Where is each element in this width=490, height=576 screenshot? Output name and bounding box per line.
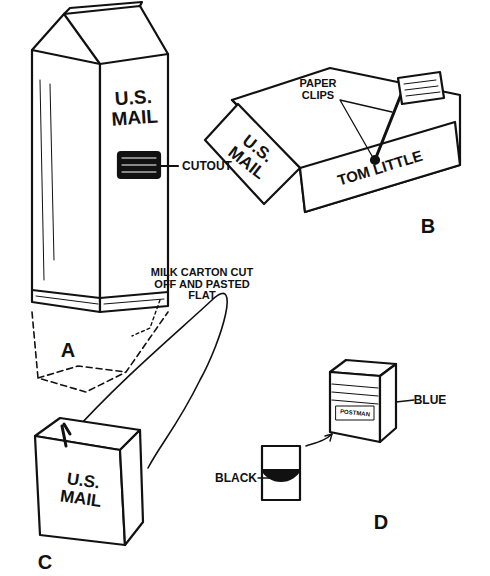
note-label: MILK CARTON CUT OFF AND PASTED FLAT xyxy=(146,267,258,302)
color-label: BLUE xyxy=(414,394,447,407)
carton-gable xyxy=(32,14,100,64)
panel-letter: B xyxy=(421,216,435,237)
band-hatch xyxy=(36,296,164,304)
flattened-base xyxy=(32,312,168,392)
cutout-hatch xyxy=(122,158,156,172)
carton-mailbox xyxy=(32,2,178,392)
name-lettering: TOM LITTLE xyxy=(336,148,425,189)
name-plate xyxy=(336,406,374,420)
box-front xyxy=(330,372,380,442)
flag-pole xyxy=(375,92,402,160)
postman-box xyxy=(258,360,414,500)
box-inner xyxy=(62,424,70,446)
part-label: CUTOUT xyxy=(182,160,232,173)
flag-stripes xyxy=(404,80,440,96)
black-semicircle xyxy=(262,470,300,481)
box-front xyxy=(300,122,460,212)
mailbox-lettering: U.S. MAIL xyxy=(217,123,286,188)
panel-letter: A xyxy=(61,340,75,361)
hanging-mailbox xyxy=(35,293,227,545)
carton-side xyxy=(32,50,100,312)
box-side xyxy=(380,364,396,442)
shading-lines xyxy=(40,80,54,280)
card xyxy=(262,446,300,500)
panel-letter: D xyxy=(374,512,388,533)
carton-band xyxy=(32,290,168,298)
leader-line xyxy=(160,165,178,167)
flat-box-mailbox xyxy=(205,68,460,212)
carton-lid-edge xyxy=(64,2,142,14)
box-front xyxy=(35,436,125,545)
carton-lid xyxy=(64,6,168,54)
leader-line xyxy=(340,100,392,156)
flag xyxy=(398,72,444,104)
arrow-head xyxy=(325,434,332,441)
box-stripes xyxy=(332,384,378,404)
color-label: BLACK xyxy=(215,472,257,485)
leader-line xyxy=(396,400,414,402)
box-lettering: POSTMAN xyxy=(340,408,370,417)
box-side xyxy=(120,430,143,545)
leader-line xyxy=(258,477,272,478)
curved-arrow xyxy=(306,434,332,446)
mailbox-lettering: U.S. MAIL xyxy=(50,468,114,512)
part-label: PAPER CLIPS xyxy=(283,78,353,101)
panel-letter: C xyxy=(38,552,52,573)
cutout-window xyxy=(118,152,160,178)
box-lid-flap xyxy=(205,104,300,204)
mailbox-lettering: U.S. MAIL xyxy=(103,86,166,130)
leader-line xyxy=(132,300,160,336)
